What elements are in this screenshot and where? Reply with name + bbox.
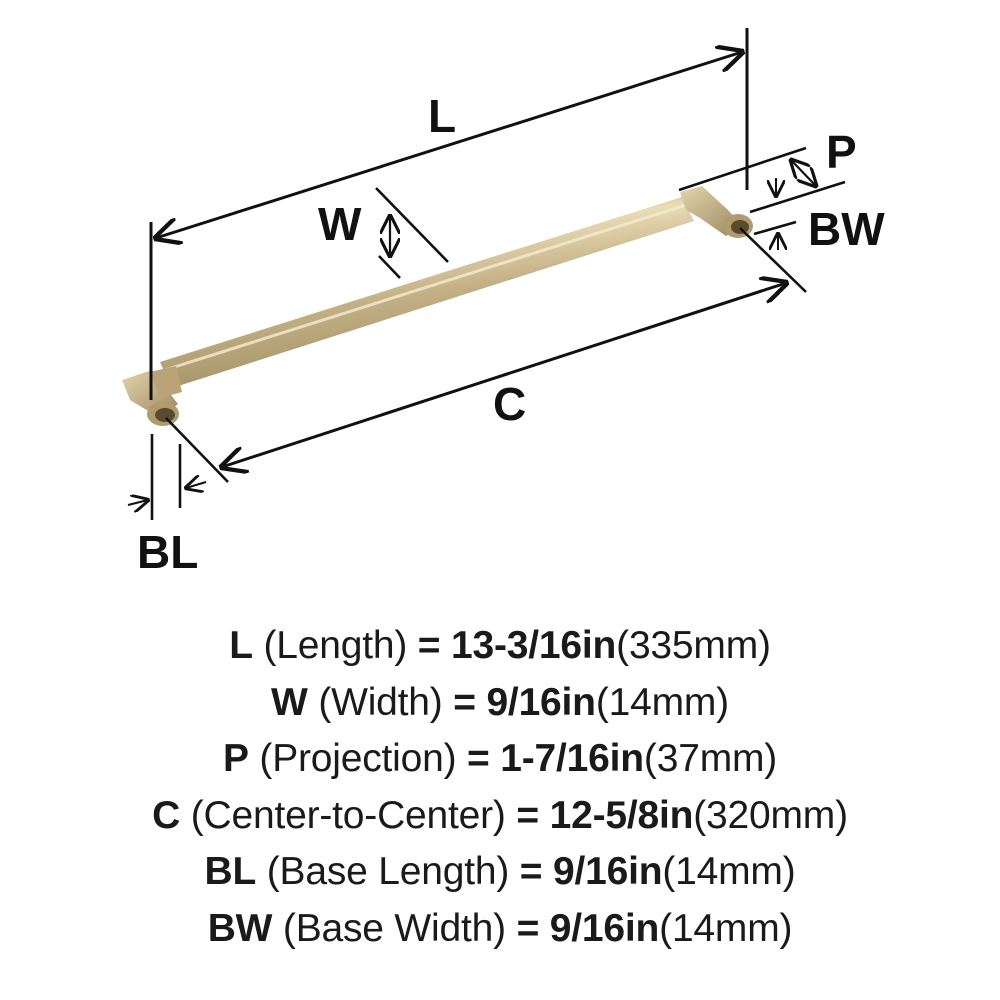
spec-inches: 1-7/16in [500, 737, 644, 780]
spec-code: L [229, 624, 253, 667]
label-BL: BL [137, 526, 198, 578]
spec-length: L (Length) = 13-3/16in(335mm) [0, 618, 1000, 675]
spec-center-to-center: C (Center-to-Center) = 12-5/8in(320mm) [0, 788, 1000, 845]
spec-code: C [152, 793, 181, 837]
spec-name: (Base Width) [282, 906, 506, 950]
bar-pull [122, 186, 753, 426]
spec-mm: (14mm) [659, 906, 793, 950]
label-W: W [318, 198, 362, 250]
spec-equals: = [453, 680, 476, 724]
projection-dimension-line [791, 160, 816, 186]
spec-equals: = [519, 850, 543, 893]
spec-code: BL [204, 850, 257, 893]
spec-equals: = [516, 906, 540, 950]
spec-inches: 13-3/16in [451, 624, 617, 667]
spec-name: (Length) [263, 624, 408, 667]
spec-mm: (14mm) [662, 850, 796, 893]
spec-inches: 12-5/8in [549, 793, 694, 837]
label-L: L [428, 90, 456, 142]
spec-name: (Projection) [259, 737, 457, 780]
specifications-list: L (Length) = 13-3/16in(335mm) W (Width) … [0, 618, 1000, 957]
spec-code: W [271, 680, 308, 724]
spec-inches: 9/16in [552, 850, 663, 893]
spec-mm: (320mm) [693, 793, 848, 837]
spec-base-length: BL (Base Length) = 9/16in(14mm) [0, 844, 1000, 901]
spec-equals: = [516, 793, 539, 837]
spec-name: (Center-to-Center) [190, 793, 506, 837]
spec-mm: (335mm) [616, 624, 771, 667]
label-BW: BW [808, 203, 885, 255]
spec-name: (Width) [318, 680, 443, 724]
spec-base-width: BW (Base Width) = 9/16in(14mm) [0, 901, 1000, 958]
spec-width: W (Width) = 9/16in(14mm) [0, 675, 1000, 732]
label-C: C [493, 378, 526, 430]
spec-projection: P (Projection) = 1-7/16in(37mm) [0, 731, 1000, 788]
spec-mm: (14mm) [595, 680, 729, 724]
spec-equals: = [467, 737, 490, 780]
spec-name: (Base Length) [266, 850, 510, 893]
length-dimension-line [156, 52, 742, 238]
spec-inches: 9/16in [549, 906, 660, 950]
label-P: P [826, 126, 857, 178]
spec-code: P [222, 737, 249, 780]
spec-equals: = [417, 624, 441, 667]
bar-rod [160, 197, 694, 388]
spec-code: BW [207, 906, 273, 950]
center-to-center-dimension-line [222, 283, 786, 467]
dimension-diagram: L W P BW C BL [122, 28, 885, 578]
dimension-lines [127, 28, 846, 520]
spec-mm: (37mm) [643, 737, 778, 780]
spec-inches: 9/16in [486, 680, 596, 724]
